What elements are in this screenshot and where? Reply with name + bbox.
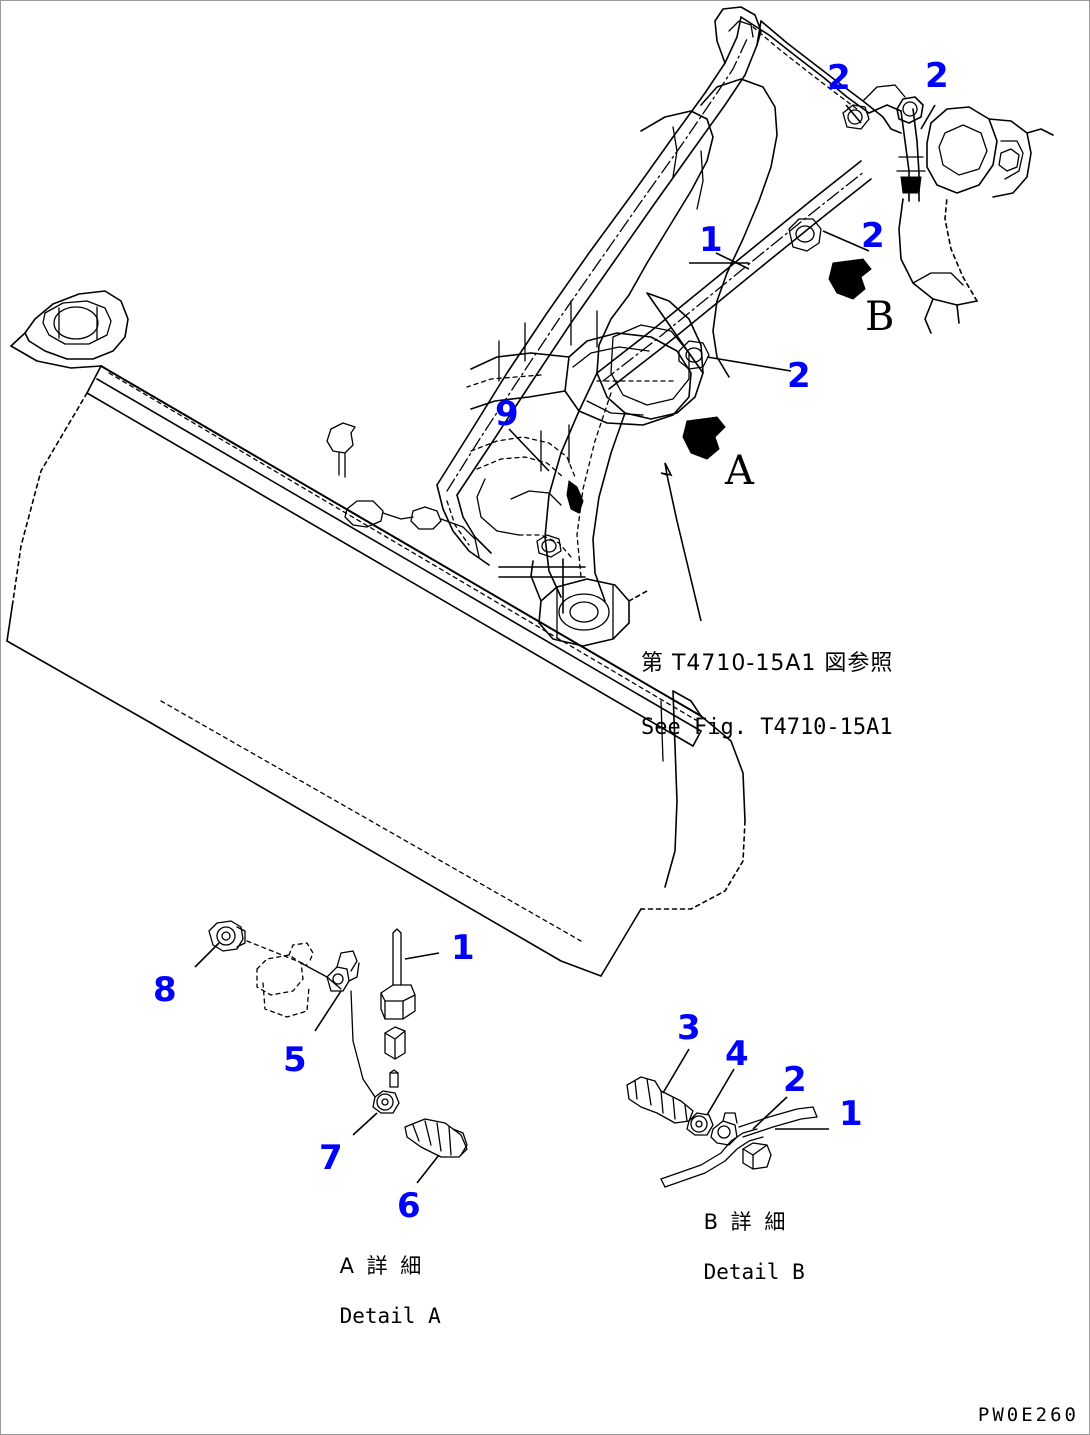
section-letter-a: A [725, 448, 754, 494]
callout-1-main-rod: 1 [699, 220, 723, 260]
callout-3-detail-b: 3 [677, 1008, 701, 1048]
reference-note-en: See Fig. T4710-15A1 [641, 715, 893, 740]
callout-2-right-mid: 2 [861, 216, 885, 256]
detail-b-caption: B 詳 細 Detail B [653, 1185, 805, 1310]
callout-9-hose: 9 [495, 394, 519, 434]
callout-4-detail-b: 4 [725, 1034, 749, 1074]
callout-1-detail-b: 1 [839, 1094, 863, 1134]
main-view-leader-lines [508, 104, 936, 622]
detail-a-caption-jp: A 詳 細 [339, 1254, 425, 1278]
detail-a-caption-en: Detail A [339, 1304, 441, 1328]
drawing-code: PW0E260 [977, 1404, 1079, 1426]
callout-1-detail-a: 1 [451, 928, 475, 968]
dozer-blade-group [6, 290, 746, 977]
callout-2-detail-b: 2 [783, 1060, 807, 1100]
detail-b-caption-en: Detail B [703, 1260, 805, 1284]
callout-2-upper-right: 2 [925, 56, 949, 96]
reference-note-jp: 第 T4710-15A1 図参照 [641, 651, 894, 676]
callout-2-upper-left: 2 [827, 58, 851, 98]
detail-b-caption-jp: B 詳 細 [703, 1210, 789, 1234]
reference-note: 第 T4710-15A1 図参照 See Fig. T4710-15A1 [641, 613, 893, 779]
detail-a-caption: A 詳 細 Detail A [289, 1229, 441, 1354]
callout-6-detail-a: 6 [397, 1186, 421, 1226]
callout-2-lower-mid: 2 [787, 356, 811, 396]
callout-8-detail-a: 8 [153, 970, 177, 1010]
lift-arm-linkage-group [436, 6, 1054, 614]
callout-7-detail-a: 7 [319, 1138, 343, 1178]
section-letter-b: B [865, 294, 895, 340]
callout-5-detail-a: 5 [283, 1040, 307, 1080]
section-arrow-markers [682, 258, 872, 460]
